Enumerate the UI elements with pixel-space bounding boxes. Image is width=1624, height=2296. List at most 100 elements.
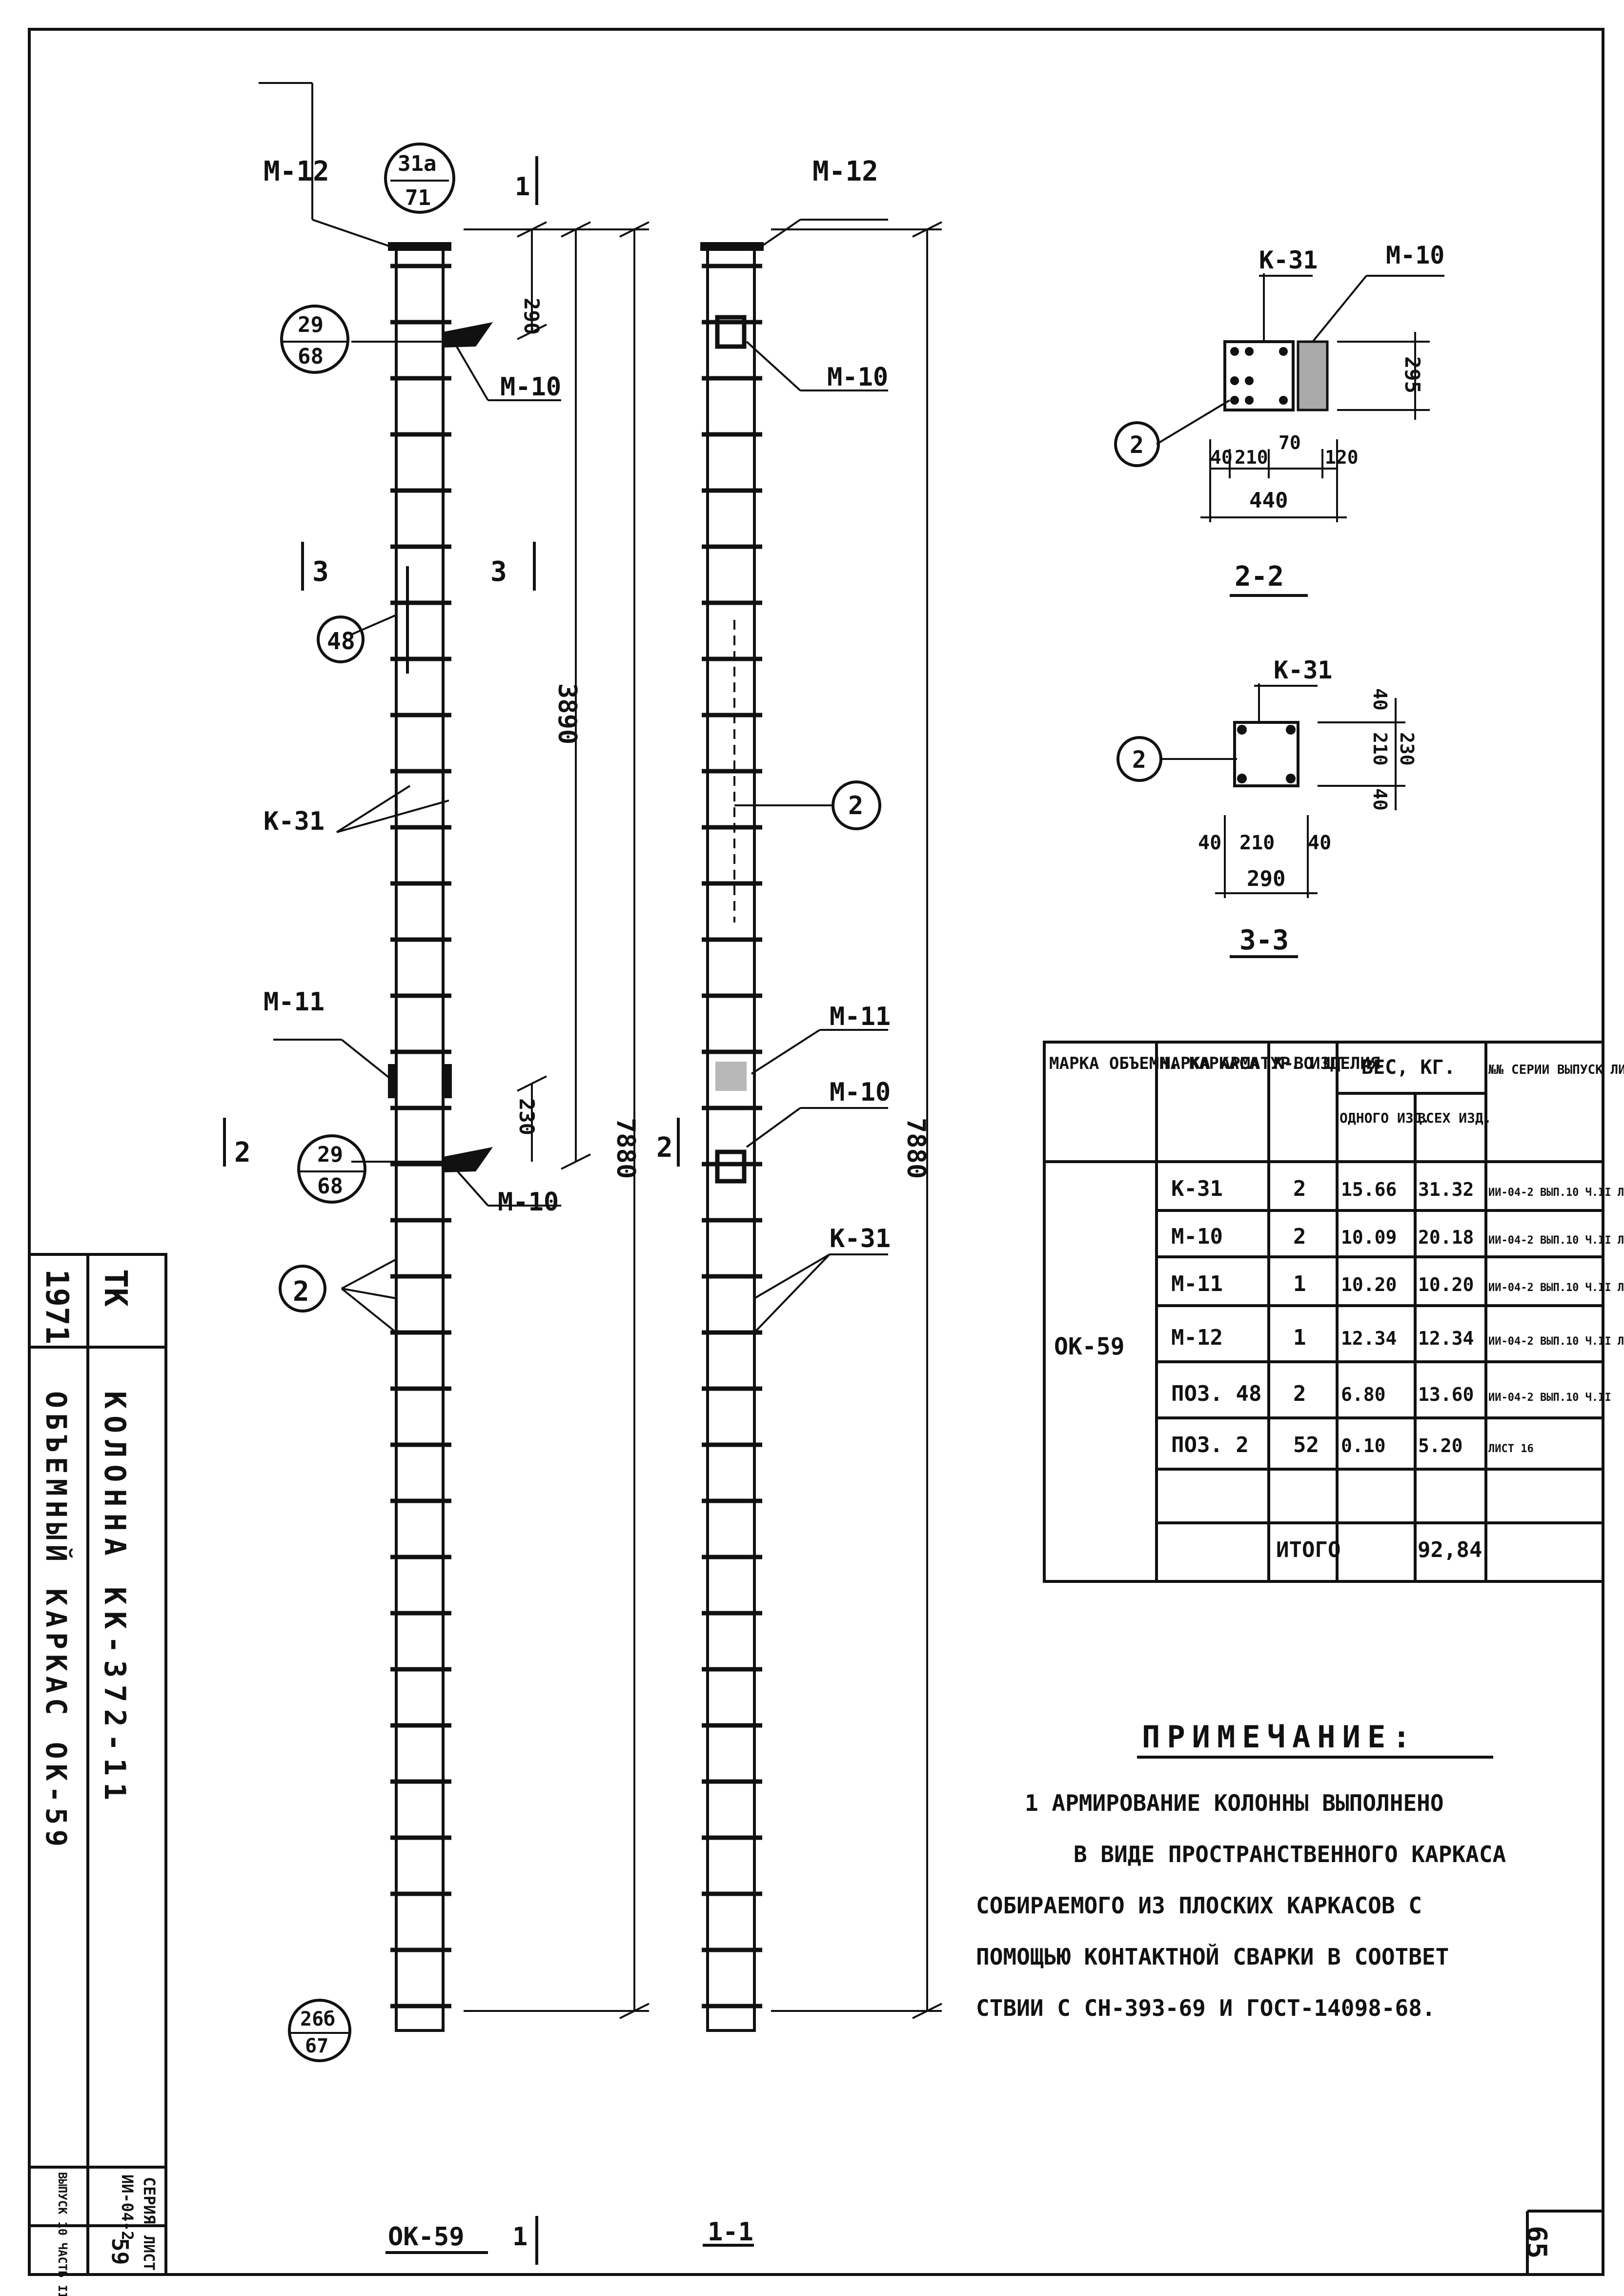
mid-mark-m12: М-12 — [812, 156, 878, 187]
left-mark-m12: М-12 — [264, 156, 329, 187]
table-total-label: ИТОГО — [1276, 1538, 1340, 1562]
left-mark-m10-lower: М-10 — [498, 1188, 559, 1217]
left-dim-3890: 3890 — [552, 683, 582, 744]
left-section-2: 2 — [234, 1137, 251, 1168]
middle-column-outline — [706, 247, 756, 2032]
left-caption: ОК-59 — [388, 2222, 465, 2252]
s22-dim-40: 40 — [1210, 447, 1233, 468]
table-object-mark: ОК-59 — [1054, 1333, 1125, 1360]
table-cell-one: 10.20 — [1341, 1274, 1397, 1295]
table-cell-ref: ЛИСТ 16 — [1488, 1443, 1534, 1455]
s22-label-m10: М-10 — [1386, 241, 1444, 269]
s33-dimh-40a: 40 — [1198, 832, 1221, 854]
left-m10-upper — [443, 322, 493, 348]
table-cell-qty: 2 — [1293, 1224, 1306, 1249]
table-cell-qty: 2 — [1293, 1176, 1306, 1201]
sheet-frame — [28, 28, 1604, 2276]
table-header-col4a: ОДНОГО ИЗД. — [1340, 1110, 1430, 1126]
mid-pos-2: 2 — [848, 791, 863, 820]
table-cell-ref: ИИ-04-2 ВЫП.10 Ч.II ЛИСТ 16 — [1488, 1187, 1624, 1199]
s33-dimv-total: 230 — [1396, 732, 1418, 766]
s22-pos-2: 2 — [1130, 431, 1144, 459]
left-section-3-right: 3 — [490, 556, 507, 588]
s33-pos-2: 2 — [1132, 746, 1146, 774]
table-cell-all: 31.32 — [1418, 1179, 1474, 1200]
mid-caption: 1-1 — [708, 2217, 753, 2247]
mid-mark-m10-lower: М-10 — [830, 1078, 891, 1107]
left-dim-230: 230 — [515, 1098, 539, 1135]
table-cell-one: 12.34 — [1341, 1328, 1397, 1349]
left-ref-b-num: 29 — [317, 1142, 343, 1167]
mid-section-2: 2 — [656, 1132, 673, 1164]
table-cell-all: 13.60 — [1418, 1384, 1474, 1405]
title-issue: ВЫПУСК 10 ЧАСТЬ II — [56, 2172, 69, 2296]
note-line-1: 1 АРМИРОВАНИЕ КОЛОННЫ ВЫПОЛНЕНО — [1025, 1790, 1444, 1816]
table-cell-qty: 52 — [1293, 1433, 1319, 1457]
table-cell-one: 10.09 — [1341, 1227, 1397, 1248]
table-header-col1: МАРКА ОБЪЕМН. КАРКАСА — [1049, 1054, 1259, 1073]
title-sheet: 59 — [107, 2238, 133, 2265]
s22-caption: 2-2 — [1235, 561, 1284, 593]
mid-mark-m11: М-11 — [830, 1002, 891, 1031]
table-cell-all: 12.34 — [1418, 1328, 1474, 1349]
table-cell-mark: К-31 — [1171, 1176, 1223, 1201]
note-line-5: СТВИИ С СН-393-69 И ГОСТ-14098-68. — [976, 1995, 1436, 2021]
table-cell-mark: М-12 — [1171, 1325, 1223, 1350]
note-line-4: ПОМОЩЬЮ КОНТАКТНОЙ СВАРКИ В СООТВЕТ — [976, 1944, 1449, 1970]
left-ref-bottom-den: 67 — [305, 2035, 328, 2057]
table-total-value: 92,84 — [1418, 1538, 1482, 1562]
table-cell-mark: ПОЗ. 48 — [1171, 1381, 1261, 1406]
s22-dim-295: 295 — [1401, 356, 1424, 393]
s22-dim-70: 70 — [1279, 432, 1301, 453]
table-cell-ref: ИИ-04-2 ВЫП.10 Ч.II ЛИСТ 21 — [1488, 1282, 1624, 1294]
table-header-col3: К-ВО ШТ — [1274, 1054, 1343, 1073]
left-dim-7880: 7880 — [611, 1118, 640, 1179]
left-ref-a-den: 68 — [298, 344, 324, 369]
s33-dimh-40b: 40 — [1308, 832, 1331, 854]
mid-label-k31: К-31 — [830, 1224, 891, 1253]
left-column-outline — [395, 247, 445, 2032]
note-line-2: В ВИДЕ ПРОСТРАНСТВЕННОГО КАРКАСА — [1074, 1841, 1506, 1867]
table-cell-ref: ИИ-04-2 ВЫП.10 Ч.II — [1488, 1392, 1611, 1404]
table-cell-one: 0.10 — [1341, 1435, 1386, 1456]
left-section-1-top: 1 — [515, 172, 530, 202]
table-cell-ref: ИИ-04-2 ВЫП.10 Ч.II ЛИСТ 22 — [1488, 1335, 1624, 1348]
left-pos-48: 48 — [327, 628, 355, 655]
title-sheet-label: ЛИСТ — [140, 2235, 157, 2271]
mid-mark-m10-upper: М-10 — [827, 363, 888, 392]
table-header-col2: МАРКА АРМАТУР. ИЗДЕЛИЯ — [1160, 1054, 1380, 1073]
left-ref-b-den: 68 — [317, 1174, 343, 1199]
s22-dim-210: 210 — [1235, 447, 1268, 468]
left-ref-a-num: 29 — [298, 312, 324, 337]
s33-caption: 3-3 — [1239, 924, 1289, 956]
table-cell-ref: ИИ-04-2 ВЫП.10 Ч.II ЛИСТ 20 — [1488, 1234, 1624, 1247]
left-mark-m10-upper: М-10 — [500, 372, 561, 402]
table-cell-qty: 2 — [1293, 1381, 1306, 1406]
left-ref-top-den: 71 — [405, 185, 431, 210]
left-ref-top-num: 31а — [398, 151, 436, 176]
left-section-1-bottom: 1 — [512, 2222, 528, 2252]
left-stirrups — [390, 264, 451, 2009]
note-line-3: СОБИРАЕМОГО ИЗ ПЛОСКИХ КАРКАСОВ С — [976, 1892, 1422, 1919]
title-series: ИИ-04-2 — [118, 2174, 137, 2240]
table-header-col4: ВЕС, КГ. — [1361, 1056, 1456, 1079]
s22-dim-120: 120 — [1325, 447, 1359, 468]
table-cell-qty: 1 — [1293, 1325, 1306, 1350]
table-header-col5: №№ СЕРИИ ВЫПУСК ЛИСТ — [1488, 1063, 1624, 1077]
title-year: 1971 — [39, 1269, 75, 1344]
s22-dim-total: 440 — [1249, 488, 1288, 513]
table-cell-all: 5.20 — [1418, 1435, 1463, 1456]
section-3-3 — [1116, 683, 1405, 958]
table-cell-mark: М-10 — [1171, 1224, 1223, 1249]
page-number: 65 — [1521, 2226, 1552, 2258]
s33-label-k31: К-31 — [1274, 656, 1332, 684]
section-2-2 — [1114, 273, 1444, 597]
left-section-3-left: 3 — [312, 556, 329, 588]
s33-dimh-210: 210 — [1239, 832, 1275, 854]
table-cell-mark: ПОЗ. 2 — [1171, 1433, 1249, 1457]
left-top-plate — [388, 242, 451, 251]
note-heading: ПРИМЕЧАНИЕ: — [1142, 1719, 1418, 1755]
table-cell-qty: 1 — [1293, 1271, 1306, 1296]
mid-dim-7880: 7880 — [901, 1118, 931, 1179]
